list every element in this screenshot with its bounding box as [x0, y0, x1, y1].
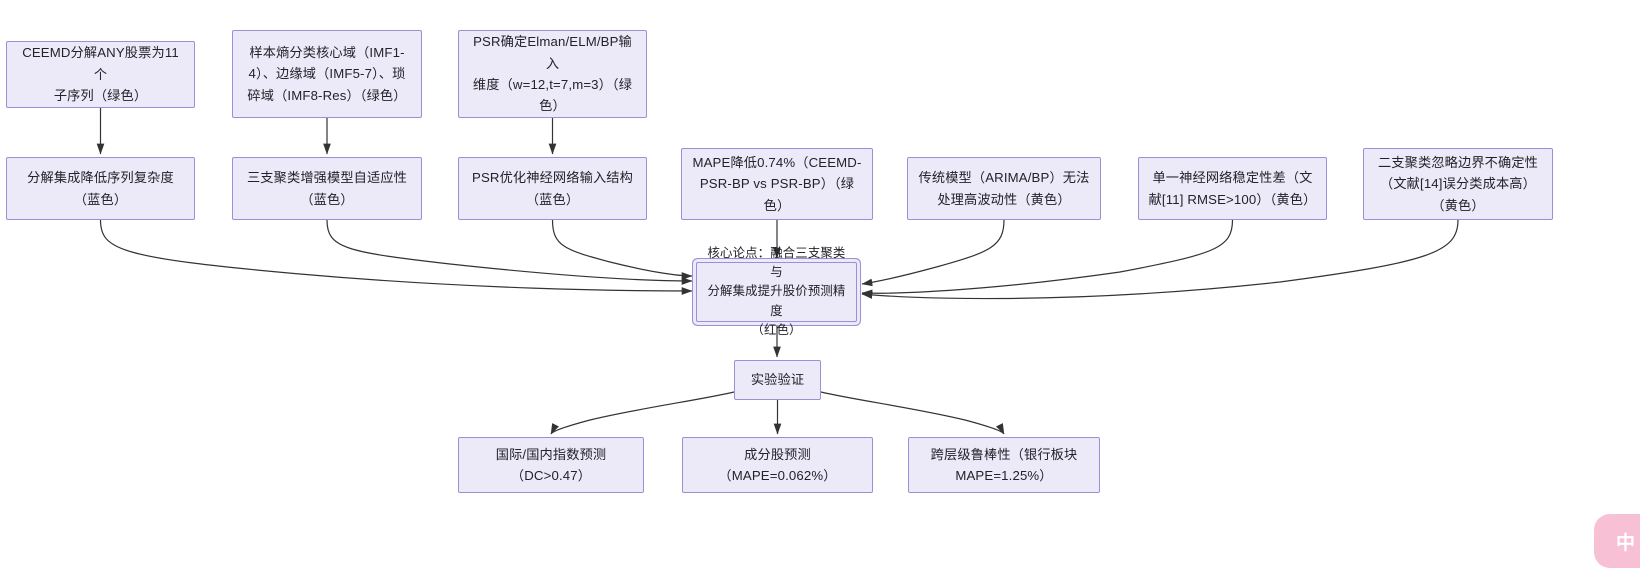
node-mape-reduction-evidence[interactable]: MAPE降低0.74%（CEEMD- PSR-BP vs PSR-BP）（绿 色…: [681, 148, 873, 220]
node-experiment-validation[interactable]: 实验验证: [734, 360, 821, 400]
node-ceemd-decomposition[interactable]: CEEMD分解ANY股票为11个 子序列（绿色）: [6, 41, 195, 108]
node-label: PSR确定Elman/ELM/BP输入 维度（w=12,t=7,m=3）（绿 色…: [472, 34, 633, 114]
node-label: 成分股预测 （MAPE=0.062%）: [718, 446, 837, 483]
edge-n8-core: [861, 219, 1005, 287]
node-psr-input-dimension[interactable]: PSR确定Elman/ELM/BP输入 维度（w=12,t=7,m=3）（绿 色…: [458, 30, 647, 118]
node-traditional-model-limitation[interactable]: 传统模型（ARIMA/BP）无法 处理高波动性（黄色）: [907, 157, 1101, 220]
edge-n9-core: [861, 219, 1234, 298]
node-core-claim[interactable]: 核心论点：融合三支聚类与 分解集成提升股价预测精度 （红色）: [696, 246, 857, 337]
edge-n4-core: [99, 219, 693, 295]
node-three-way-clustering-adaptivity[interactable]: 三支聚类增强模型自适应性 （蓝色）: [232, 157, 422, 220]
node-label: 样本熵分类核心域（IMF1- 4）、边缘域（IMF5-7）、琐 碎域（IMF8-…: [247, 44, 407, 103]
watermark-badge: 中: [1594, 514, 1640, 568]
node-label: 二支聚类忽略边界不确定性 （文献[14]误分类成本高） （黄色）: [1377, 154, 1539, 213]
node-psr-optimizes-network-input[interactable]: PSR优化神经网络输入结构 （蓝色）: [458, 157, 647, 220]
node-two-way-clustering-limitation[interactable]: 二支聚类忽略边界不确定性 （文献[14]误分类成本高） （黄色）: [1363, 148, 1553, 220]
node-single-network-instability[interactable]: 单一神经网络稳定性差（文 献[11] RMSE>100）（黄色）: [1138, 157, 1327, 220]
node-label: MAPE降低0.74%（CEEMD- PSR-BP vs PSR-BP）（绿 色…: [692, 154, 862, 213]
edge-n11-n14: [820, 391, 1005, 435]
edge-n10-core: [861, 219, 1459, 300]
node-decomposition-reduces-complexity[interactable]: 分解集成降低序列复杂度 （蓝色）: [6, 157, 195, 220]
node-label: 核心论点：融合三支聚类与 分解集成提升股价预测精度 （红色）: [707, 245, 846, 337]
edge-n11-n12: [550, 391, 735, 435]
edge-n6-core: [551, 219, 693, 280]
node-label: 国际/国内指数预测 （DC>0.47）: [495, 446, 607, 483]
node-label: 实验验证: [750, 372, 805, 388]
node-label: 分解集成降低序列复杂度 （蓝色）: [27, 170, 174, 207]
edge-n5-core: [326, 219, 693, 285]
node-label: 传统模型（ARIMA/BP）无法 处理高波动性（黄色）: [918, 170, 1090, 207]
node-label: 三支聚类增强模型自适应性 （蓝色）: [246, 170, 408, 207]
node-index-forecast-result[interactable]: 国际/国内指数预测 （DC>0.47）: [458, 437, 644, 493]
node-label: CEEMD分解ANY股票为11个 子序列（绿色）: [22, 45, 179, 104]
node-label: 跨层级鲁棒性（银行板块 MAPE=1.25%）: [930, 446, 1078, 483]
node-label: PSR优化神经网络输入结构 （蓝色）: [472, 170, 633, 207]
watermark-label: 中: [1615, 532, 1635, 554]
node-constituent-stock-forecast-result[interactable]: 成分股预测 （MAPE=0.062%）: [682, 437, 873, 493]
node-label: 单一神经网络稳定性差（文 献[11] RMSE>100）（黄色）: [1148, 170, 1317, 207]
node-cross-level-robustness-result[interactable]: 跨层级鲁棒性（银行板块 MAPE=1.25%）: [908, 437, 1100, 493]
node-sample-entropy-classification[interactable]: 样本熵分类核心域（IMF1- 4）、边缘域（IMF5-7）、琐 碎域（IMF8-…: [232, 30, 422, 118]
